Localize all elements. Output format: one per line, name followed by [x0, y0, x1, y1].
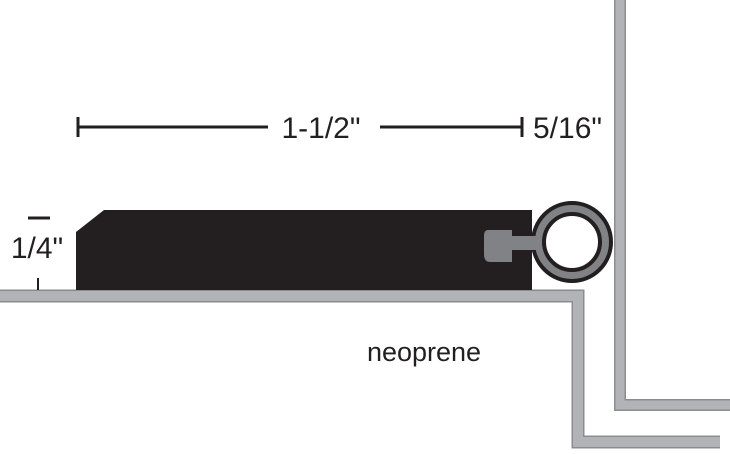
threshold-profile-inner: [0, 291, 720, 447]
bulb-seal-hollow: [542, 212, 602, 272]
threshold-profile: [0, 289, 720, 449]
label-height: 1/4": [11, 232, 63, 265]
seal-tab: [484, 230, 512, 262]
door-stop-profile-inner: [615, 0, 730, 410]
seal-stem: [510, 236, 536, 250]
label-width-main: 1-1/2": [281, 112, 360, 145]
label-width-seal: 5/16": [533, 112, 602, 145]
neoprene-strip: [76, 210, 532, 290]
door-stop-profile: [614, 0, 730, 411]
label-material: neoprene: [367, 337, 481, 367]
